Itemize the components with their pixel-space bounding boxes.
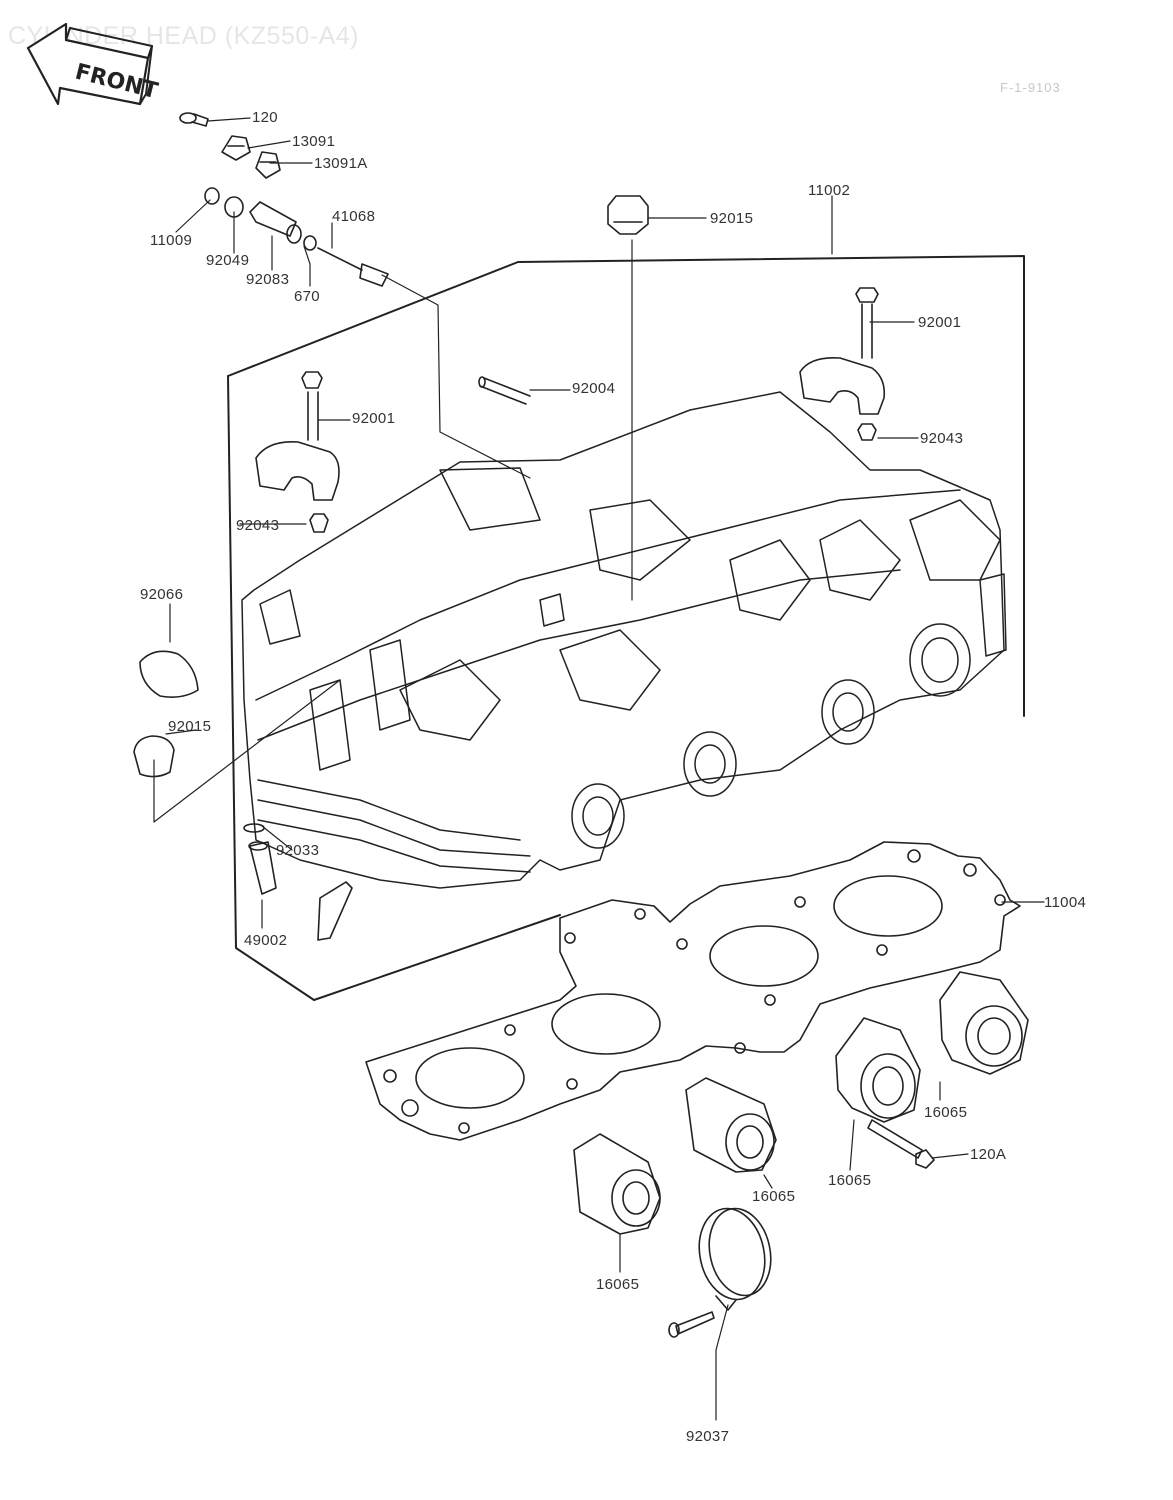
cylinder-head-body xyxy=(241,391,1007,889)
label-49002: 49002 xyxy=(244,932,288,949)
leader-lines xyxy=(153,117,1045,1421)
label-92015-left: 92015 xyxy=(168,718,212,735)
cap-nut-92015-top-icon xyxy=(607,195,649,235)
label-92001-left: 92001 xyxy=(352,410,396,427)
screw-92037-icon xyxy=(668,1311,715,1338)
label-16065-center: 16065 xyxy=(752,1188,796,1205)
cylinder-head-frame xyxy=(227,255,1025,1001)
label-120: 120 xyxy=(252,109,278,126)
label-16065-left: 16065 xyxy=(596,1276,640,1293)
label-92083: 92083 xyxy=(246,271,290,288)
label-16065-mid: 16065 xyxy=(828,1172,872,1189)
label-92001-right: 92001 xyxy=(918,314,962,331)
bolt-92001-left-icon xyxy=(301,371,323,441)
label-92004: 92004 xyxy=(572,380,616,397)
cap-nut-92015-left-icon xyxy=(133,735,175,778)
head-gasket-11004-icon xyxy=(365,841,1021,1141)
cam-cap-right-icon xyxy=(799,356,886,415)
intake-holder-16065-mid-icon xyxy=(835,1017,921,1123)
diagram-code: F-1-9103 xyxy=(1000,80,1061,95)
label-92043-left: 92043 xyxy=(236,517,280,534)
bolt-92001-right-icon xyxy=(855,287,879,359)
oil-pipe-assembly-icon xyxy=(204,187,389,287)
label-13091: 13091 xyxy=(292,133,336,150)
label-13091A: 13091A xyxy=(314,155,368,172)
label-11002: 11002 xyxy=(808,182,851,199)
label-92049: 92049 xyxy=(206,252,250,269)
label-92066: 92066 xyxy=(140,586,184,603)
cap-13091-icon xyxy=(221,135,251,161)
stud-92004-icon xyxy=(478,376,531,405)
label-92037: 92037 xyxy=(686,1428,730,1445)
cam-cap-left-icon xyxy=(255,441,340,501)
label-16065-right: 16065 xyxy=(924,1104,968,1121)
label-92015-top: 92015 xyxy=(710,210,754,227)
cap-13091A-icon xyxy=(255,151,281,179)
intake-holder-16065-left-icon xyxy=(573,1133,661,1235)
label-11009: 11009 xyxy=(150,232,193,249)
rubber-cap-92066-icon xyxy=(139,650,199,698)
label-120A: 120A xyxy=(970,1146,1007,1163)
label-92033: 92033 xyxy=(276,842,320,859)
washer-92043-right-icon xyxy=(857,423,877,441)
label-92043-right: 92043 xyxy=(920,430,964,447)
label-11004: 11004 xyxy=(1044,894,1087,911)
intake-holder-16065-center-icon xyxy=(685,1077,777,1173)
bolt-120A-icon xyxy=(867,1119,935,1169)
label-670: 670 xyxy=(294,288,320,305)
intake-holder-16065-right-icon xyxy=(939,971,1029,1075)
label-41068: 41068 xyxy=(332,208,376,225)
bolt-120-icon xyxy=(179,112,209,127)
front-arrow-icon: FRONT xyxy=(26,22,160,106)
washer-92043-left-icon xyxy=(309,513,329,533)
hose-clamp-icon xyxy=(698,1207,772,1311)
